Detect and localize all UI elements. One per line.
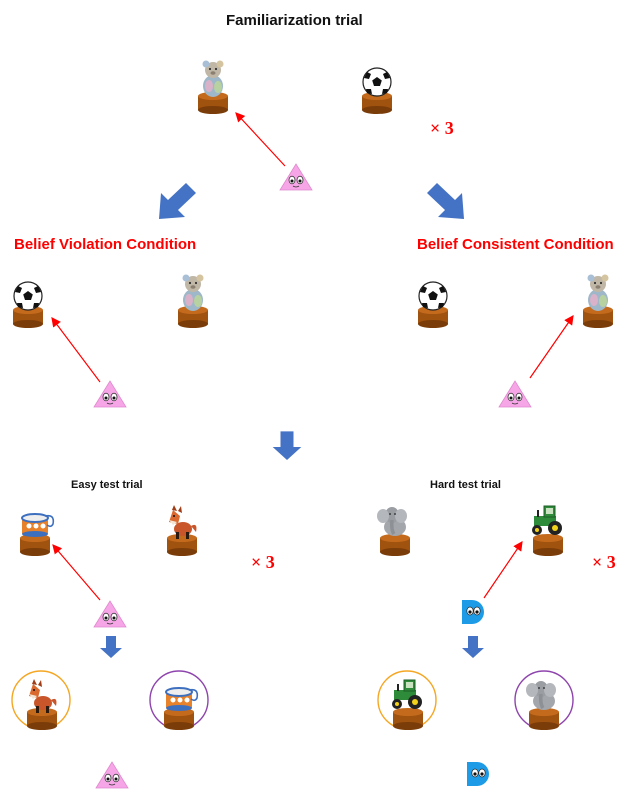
familiarization-title: Familiarization trial <box>226 12 363 29</box>
violation-teddy-bear-icon <box>178 275 208 329</box>
easy-bottom-triangle-agent-icon <box>95 761 129 789</box>
familiarization-repeat-label: × 3 <box>430 118 454 138</box>
hard-reach-arrow <box>483 541 523 599</box>
violation-triangle-agent-icon <box>93 380 127 408</box>
belief-violation-condition-label: Belief Violation Condition <box>14 236 197 253</box>
easy-choice-toy-fox-icon <box>27 679 57 730</box>
violation-reach-arrow <box>51 317 101 383</box>
easy-toy-drum-icon <box>20 514 53 556</box>
violation-soccer-ball-icon <box>13 282 43 328</box>
hard-repeat-label: × 3 <box>592 552 616 572</box>
belief-consistent-condition-label: Belief Consistent Condition <box>417 236 614 253</box>
easy-repeat-label: × 3 <box>251 552 275 572</box>
familiarization-teddy-bear-icon <box>198 61 228 115</box>
easy-toy-fox-icon <box>167 505 197 556</box>
familiarization-soccer-ball-icon <box>362 68 392 114</box>
familiarization-triangle-agent-icon <box>279 163 313 191</box>
consistent-soccer-ball-icon <box>418 282 448 328</box>
easy-reach-arrow <box>52 544 101 601</box>
consistent-teddy-bear-icon <box>583 275 613 329</box>
hard-test-trial-label: Hard test trial <box>430 479 501 491</box>
hard-toy-tractor-icon <box>532 506 563 556</box>
easy-choice-toy-drum-icon <box>164 688 197 730</box>
arrow-to-test-trials <box>272 431 302 460</box>
hard-d-agent-icon <box>461 599 485 625</box>
hard-choice-toy-elephant-icon <box>526 681 559 730</box>
easy-down-arrow <box>100 636 122 658</box>
consistent-reach-arrow <box>529 315 574 379</box>
easy-test-trial-label: Easy test trial <box>71 479 143 491</box>
hard-down-arrow <box>462 636 484 658</box>
arrow-to-violation-condition <box>159 183 196 219</box>
hard-toy-elephant-icon <box>377 507 410 556</box>
hard-bottom-d-agent-icon <box>466 761 490 787</box>
arrow-to-consistent-condition <box>427 183 464 219</box>
easy-triangle-agent-icon <box>93 600 127 628</box>
hard-choice-toy-tractor-icon <box>392 680 423 730</box>
consistent-triangle-agent-icon <box>498 380 532 408</box>
familiarization-reach-arrow <box>235 112 286 167</box>
